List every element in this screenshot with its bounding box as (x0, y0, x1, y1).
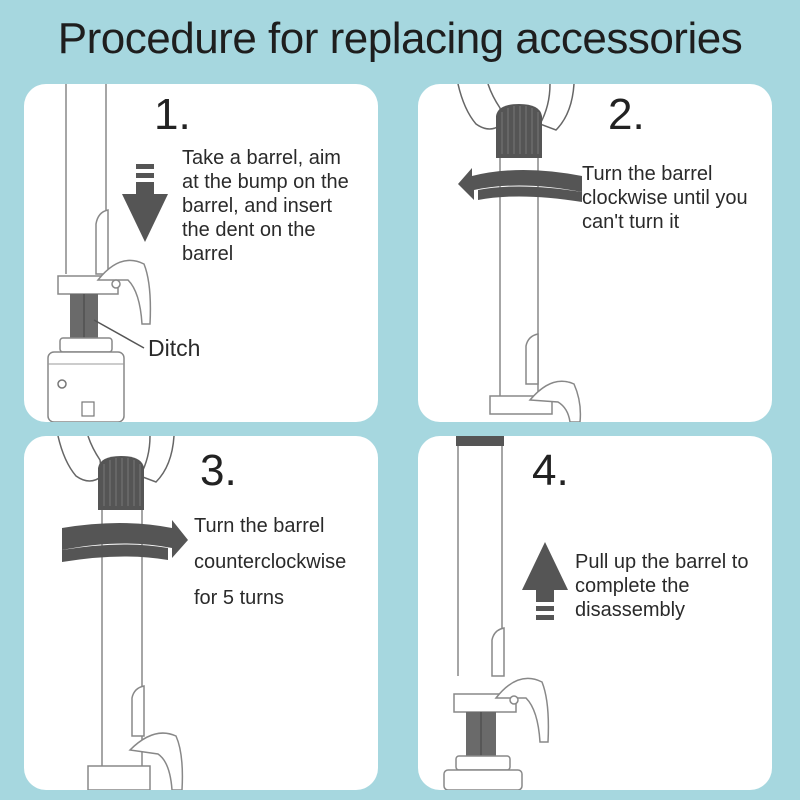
step-3-illustration (57, 436, 184, 790)
step-1-text: Take a barrel, aim at the bump on the ba… (182, 147, 349, 265)
ditch-label: Ditch (148, 335, 201, 361)
step-1-panel: 1. Take a barrel, aim at the bump on the… (24, 84, 378, 422)
step-4-text: Pull up the barrel to complete the disas… (575, 551, 749, 621)
step-4-panel: 4. Pull up the barrel to complete the di… (418, 436, 772, 790)
step-2-text: Turn the barrel clockwise until you can'… (582, 163, 748, 233)
step-3-text: Turn the barrel counterclockwise for 5 t… (194, 515, 347, 609)
step-3-number: 3. (200, 446, 237, 495)
step-4-number: 4. (532, 446, 569, 495)
step-2-illustration (457, 84, 582, 422)
counterclockwise-arrow-icon (62, 520, 188, 562)
step-3-panel: 3. Turn the barrel counterclockwise for … (24, 436, 378, 790)
down-arrow-icon (122, 164, 168, 242)
step-2-panel: 2. Turn the barrel clockwise until you c… (418, 84, 772, 422)
step-4-illustration (443, 436, 550, 790)
step-2-number: 2. (608, 90, 645, 139)
step-1-number: 1. (154, 90, 191, 139)
page-title: Procedure for replacing accessories (57, 14, 743, 63)
clockwise-arrow-icon (458, 168, 582, 202)
step-1-illustration (47, 84, 152, 422)
up-arrow-icon (522, 542, 568, 620)
